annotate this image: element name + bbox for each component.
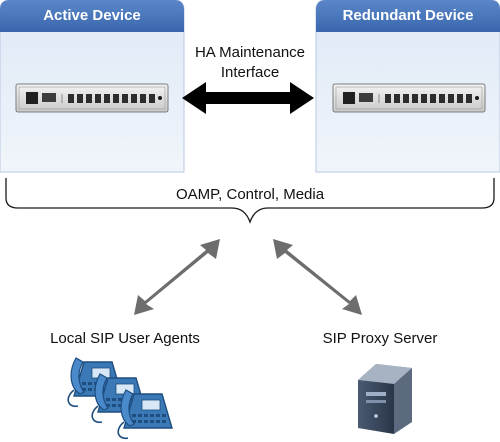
ha-link-arrow bbox=[182, 82, 314, 114]
server-tower-icon bbox=[358, 364, 412, 434]
redundant-device-title: Redundant Device bbox=[342, 7, 474, 24]
local-sip-user-agents-label: Local SIP User Agents bbox=[50, 330, 200, 347]
ip-phones-icon bbox=[67, 357, 173, 440]
ha-label-line1: HA Maintenance bbox=[194, 44, 306, 61]
sip-proxy-server-label: SIP Proxy Server bbox=[322, 330, 438, 347]
left-link-arrow bbox=[134, 239, 220, 315]
network-label: OAMP, Control, Media bbox=[175, 186, 325, 203]
ha-label-line2: Interface bbox=[220, 64, 280, 81]
active-device-title: Active Device bbox=[43, 7, 141, 24]
right-link-arrow bbox=[273, 239, 362, 315]
active-device-server-icon bbox=[15, 83, 169, 113]
redundant-device-server-icon bbox=[332, 83, 486, 113]
network-brace bbox=[5, 178, 495, 224]
